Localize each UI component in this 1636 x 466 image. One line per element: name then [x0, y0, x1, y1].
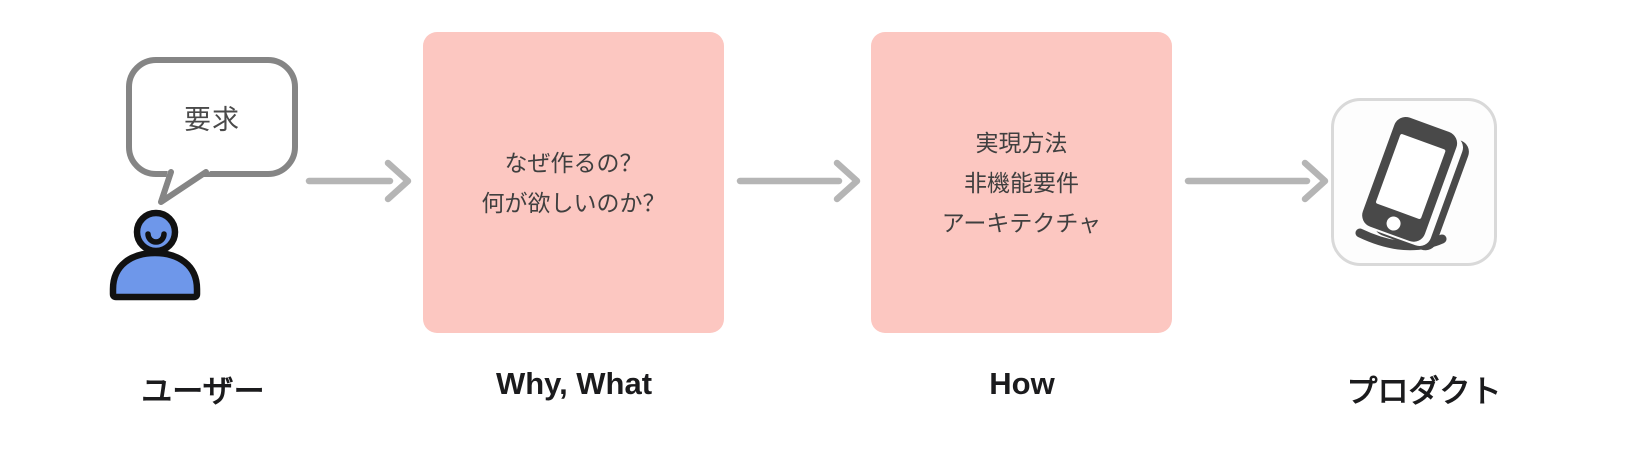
speech-bubble-text: 要求 [184, 104, 240, 135]
box-line: 実現方法 [975, 129, 1068, 156]
box-line: なぜ作るの？ [504, 149, 643, 176]
box-how: 実現方法 非機能要件 アーキテクチャ [871, 32, 1172, 333]
person-icon [109, 209, 201, 301]
box-why-what: なぜ作るの？ 何が欲しいのか？ [423, 32, 724, 333]
arrow-right-icon [305, 159, 412, 203]
node-label-user: ユーザー [141, 374, 265, 409]
speech-bubble-tail-icon [158, 169, 212, 205]
arrow-right-icon [1184, 159, 1329, 203]
node-label-why-what: Why, What [495, 366, 653, 401]
node-label-how: How [989, 366, 1055, 401]
smartphone-icon [1331, 98, 1497, 266]
box-line: 何が欲しいのか？ [481, 189, 666, 216]
node-label-product: プロダクト [1346, 374, 1502, 409]
arrow-right-icon [736, 159, 861, 203]
box-line: 非機能要件 [963, 169, 1079, 196]
box-how-text: 実現方法 非機能要件 アーキテクチャ [942, 123, 1101, 243]
speech-bubble-icon: 要求 [126, 57, 298, 177]
box-why-what-text: なぜ作るの？ 何が欲しいのか？ [482, 143, 666, 223]
box-line: アーキテクチャ [941, 209, 1102, 236]
